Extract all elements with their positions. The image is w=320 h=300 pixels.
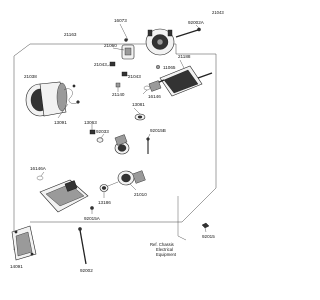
oring-16146A	[36, 175, 44, 181]
gear-13186	[99, 181, 119, 192]
frame-side	[13, 56, 31, 251]
brush-21043-b	[121, 71, 128, 77]
ref-note-line2: Electrical	[156, 247, 173, 252]
end-cover-part	[145, 28, 175, 56]
brush-holder-part	[121, 38, 135, 60]
inner-frame-left	[13, 43, 31, 57]
screw-92015B	[146, 137, 150, 154]
bolt-92002	[78, 227, 87, 265]
ref-note-line3: Equipment	[156, 252, 177, 257]
assembly-frame	[30, 43, 217, 223]
ref-leader	[177, 196, 187, 241]
label-14091: 14091	[10, 264, 23, 269]
label-92015B: 92015B	[150, 128, 166, 133]
label-16146A: 16146A	[30, 166, 47, 171]
yoke-housing-part	[25, 81, 68, 117]
armature-part	[148, 65, 213, 97]
screw-92015A	[90, 206, 94, 210]
label-11065: 11065	[163, 65, 176, 70]
label-13063: 13063	[84, 120, 97, 125]
bolt-92002A	[175, 27, 201, 38]
label-92002A: 92002A	[188, 20, 205, 25]
leader-lines	[40, 23, 207, 233]
nut-92015	[201, 222, 210, 229]
label-21010: 21010	[134, 192, 147, 197]
overrunning-clutch-21010	[117, 170, 146, 186]
label-21188: 21188	[178, 54, 191, 59]
spring-21140	[115, 82, 121, 88]
gasket-14091	[11, 225, 37, 261]
label-16146: 16146	[148, 94, 161, 99]
label-92015A: 92015A	[84, 216, 101, 221]
brush-21043-a	[109, 61, 116, 67]
drive-housing-part	[39, 179, 89, 213]
parts-diagram: 21043	[10, 10, 224, 273]
label-21163: 21163	[64, 32, 77, 37]
label-21043-a: 21043	[94, 62, 107, 67]
label-16073: 16073	[114, 18, 127, 23]
label-92002: 92002	[80, 268, 93, 273]
oring-16146	[143, 85, 151, 91]
label-13081: 13081	[132, 102, 145, 107]
exploded-view-svg: 21043	[10, 10, 224, 273]
ref-note-line1: Ref. Chassis	[150, 242, 174, 247]
label-92015: 92015	[202, 234, 215, 239]
label-21060: 21060	[104, 43, 117, 48]
washer-13081	[134, 113, 146, 121]
label-21043-b: 21043	[128, 74, 141, 79]
diagram-id: 21043	[212, 10, 224, 15]
label-21140: 21140	[112, 92, 125, 97]
label-13186: 13186	[98, 200, 111, 205]
washer-11065	[155, 64, 160, 69]
label-92033: 92033	[96, 129, 109, 134]
label-21038: 21038	[24, 74, 37, 79]
label-13091: 13091	[54, 120, 67, 125]
pinion-gear-part	[114, 134, 130, 155]
clip-13063	[89, 129, 96, 135]
ring-92033	[96, 137, 104, 143]
